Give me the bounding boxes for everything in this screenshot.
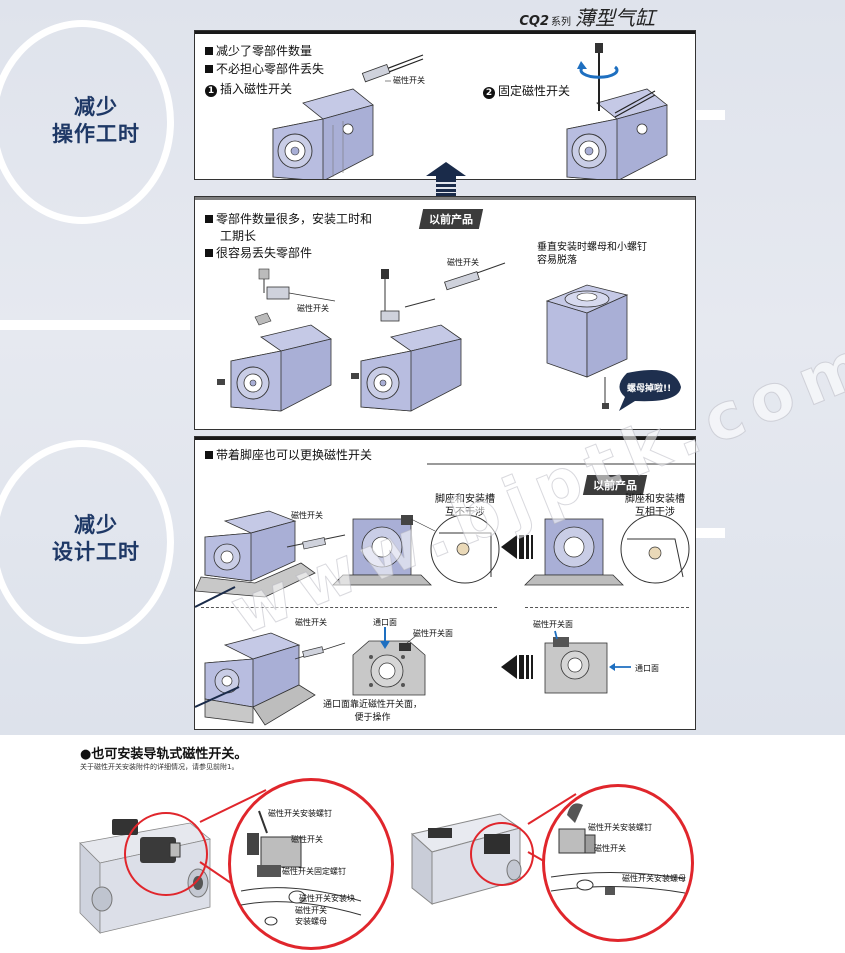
panel-topbar [195, 31, 695, 34]
note-line: 脚座和安装槽 [625, 494, 685, 505]
panel-old-install: 零部件数量很多，安装工时和 工期长 很容易丢失零部件 以前产品 磁性开关 磁性开… [194, 196, 696, 430]
label-line: 设计工时 [52, 540, 140, 564]
old-switch-face-label: 磁性开关面 [533, 620, 573, 629]
left-label-mount-screw: 磁性开关安装螺钉 [268, 809, 332, 818]
up-arrow-icon [426, 162, 466, 196]
note-line: 容易脱落 [537, 255, 577, 266]
switch-label-b: 磁性开关 [295, 618, 327, 627]
series-suffix: 系列 [551, 17, 571, 28]
note-line: 脚座和安装槽 [435, 494, 495, 505]
zoom-detail-left-art [240, 810, 362, 926]
switch-label-b: 磁性开关 [447, 258, 479, 267]
series-code: CQ2 [519, 14, 549, 29]
label-line: 减少 [74, 95, 118, 119]
gray-rule [195, 197, 695, 200]
bullet-square-icon [205, 65, 213, 73]
panel3-title: 带着脚座也可以更换磁性开关 [205, 447, 372, 463]
step-number-icon: 2 [483, 87, 495, 99]
divider-line [695, 110, 725, 120]
left-label-fix-screw: 磁性开关固定螺钉 [282, 867, 346, 876]
old-port-face-label: 通口面 [635, 664, 659, 673]
divider-line [0, 320, 190, 330]
zoom-detail-left [228, 778, 394, 950]
zoom-detail-right [542, 784, 694, 942]
dashed-divider [525, 607, 689, 608]
bullet-many-parts: 零部件数量很多，安装工时和 [205, 211, 372, 227]
fallen-nut-bubble: 螺母掉啦!! [627, 384, 672, 394]
panel-topbar [195, 437, 695, 440]
gray-rule [427, 463, 695, 465]
left-label-switch: 磁性开关 [291, 835, 323, 844]
bullet-text: 很容易丢失零部件 [216, 246, 313, 260]
divider-line [695, 528, 725, 538]
port-face-label: 通口面 [373, 618, 397, 627]
bullet-no-lost-parts: 不必担心零部件丢失 [205, 61, 324, 77]
bullet-square-icon [205, 249, 213, 257]
bullet-square-icon [205, 451, 213, 459]
bullet-text: 不必担心零部件丢失 [216, 62, 325, 76]
note-line: 通口面靠近磁性开关面， [323, 700, 423, 710]
new-noninterfering-note: 脚座和安装槽 互不干涉 [435, 493, 495, 519]
old-install-illustration [217, 262, 681, 412]
bullet-many-parts-cont: 工期长 [220, 229, 257, 243]
step-text: 固定磁性开关 [498, 84, 571, 98]
zoom-detail-right-art [550, 803, 686, 895]
bottom-note: 通口面靠近磁性开关面， 便于操作 [323, 699, 422, 725]
label-line: 减少 [74, 513, 118, 537]
switch-callout-label: 磁性开关 [393, 76, 425, 85]
note-line: 互相干涉 [635, 507, 675, 518]
left-label-mount-block: 磁性开关安装块 [299, 894, 355, 903]
switch-face-label: 磁性开关面 [413, 629, 453, 638]
section-ring [0, 440, 174, 644]
label-line: 操作工时 [52, 122, 140, 146]
vertical-mount-note: 垂直安装时螺母和小螺钉 容易脱落 [537, 241, 647, 267]
bullet-square-icon [205, 215, 213, 223]
switch-label-a: 磁性开关 [297, 304, 329, 313]
cylinder-illustration-left [272, 43, 668, 179]
section-ring [0, 20, 174, 224]
section-label-design: 减少 设计工时 [52, 512, 140, 566]
note-line: 便于操作 [354, 713, 391, 723]
bullet-text: 减少了零部件数量 [216, 44, 313, 58]
bullet-text: 零部件数量很多，安装工时和 [216, 212, 373, 226]
right-label-switch: 磁性开关 [594, 844, 626, 853]
note-line: 互不干涉 [445, 507, 485, 518]
note-line: 垂直安装时螺母和小螺钉 [537, 242, 647, 253]
zoom-target-circle [124, 812, 208, 896]
bullet-reduced-parts: 减少了零部件数量 [205, 43, 312, 59]
foot-mount-illustration [195, 510, 690, 726]
dashed-divider [201, 607, 497, 608]
product-title: 薄型气缸 [575, 6, 655, 30]
step-text: 插入磁性开关 [220, 82, 293, 96]
right-label-mount-nut: 磁性开关安装螺母 [622, 874, 686, 883]
old-interfering-note: 脚座和安装槽 互相干涉 [625, 493, 685, 519]
bullet-easy-lost: 很容易丢失零部件 [205, 245, 312, 261]
left-label-nut-prefix: 磁性开关 [295, 906, 327, 915]
step-number-icon: 1 [205, 85, 217, 97]
rail-switch-title: ●也可安装导轨式磁性开关。 [80, 747, 248, 762]
rail-switch-note: 关于磁性开关安装附件的详细情况，请参见前附1。 [80, 763, 239, 771]
zoom-target-circle [470, 822, 534, 886]
panel-foot-mount: 带着脚座也可以更换磁性开关 以前产品 磁性开关 脚座和安装槽 互不干涉 脚座和安… [194, 436, 696, 730]
switch-label-a: 磁性开关 [291, 511, 323, 520]
section-label-operation: 减少 操作工时 [52, 94, 140, 148]
left-label-nut: 安装螺母 [295, 917, 327, 926]
right-label-mount-screw: 磁性开关安装螺钉 [588, 823, 652, 832]
bullet-text: 带着脚座也可以更换磁性开关 [216, 448, 373, 462]
bullet-square-icon [205, 47, 213, 55]
